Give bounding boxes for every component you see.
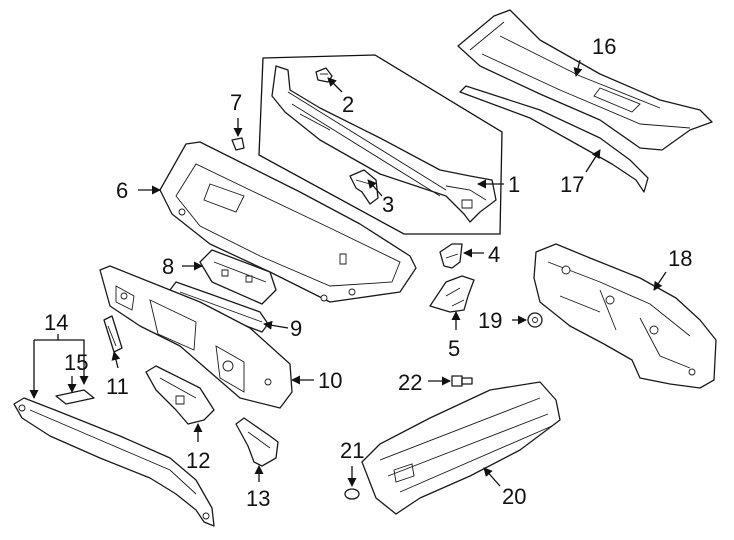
callout-11: 11 — [106, 374, 129, 399]
callout-8: 8 — [162, 254, 174, 279]
callout-18: 18 — [668, 246, 692, 271]
callout-2: 2 — [342, 92, 354, 117]
callout-12: 12 — [186, 448, 210, 473]
part-5-bracket — [429, 275, 475, 313]
part-14-cross-rail — [13, 397, 215, 527]
part-17-seal — [459, 85, 649, 193]
part-20-floor-pan — [361, 381, 561, 515]
callout-labels: 1 2 3 4 5 6 7 8 9 10 11 12 13 14 15 16 1… — [44, 34, 692, 511]
part-13-bracket — [235, 417, 279, 467]
part-4-bracket — [439, 243, 463, 269]
callout-14: 14 — [44, 310, 68, 335]
callout-21: 21 — [340, 438, 364, 463]
callout-9: 9 — [290, 316, 302, 341]
leader-lines — [29, 59, 667, 487]
part-12-bracket — [145, 365, 215, 425]
part-21-plug — [344, 488, 360, 500]
callout-13: 13 — [246, 486, 270, 511]
part-18-dash-insulator — [533, 243, 717, 389]
callout-10: 10 — [318, 368, 342, 393]
callout-6: 6 — [116, 178, 128, 203]
callout-15: 15 — [64, 350, 88, 375]
part-6-dash-panel-upper — [159, 141, 417, 303]
part-8-bracket — [199, 249, 277, 305]
part-22-bolt — [451, 375, 473, 387]
callout-5: 5 — [448, 336, 460, 361]
callout-17: 17 — [560, 172, 584, 197]
callout-16: 16 — [592, 34, 616, 59]
part-10-dash-panel — [99, 265, 293, 409]
part-7-tab — [231, 137, 245, 151]
callout-1: 1 — [508, 172, 520, 197]
part-1-cowl-top-panel — [271, 65, 497, 223]
callout-4: 4 — [488, 242, 500, 267]
callout-20: 20 — [502, 484, 526, 509]
callout-22: 22 — [398, 370, 422, 395]
part-11-brace — [103, 315, 123, 353]
callout-19: 19 — [478, 308, 502, 333]
part-15-plate — [55, 389, 95, 405]
part-19-grommet — [527, 312, 543, 328]
callout-3: 3 — [382, 192, 394, 217]
part-1-group-box — [258, 54, 503, 235]
callout-7: 7 — [230, 90, 242, 115]
